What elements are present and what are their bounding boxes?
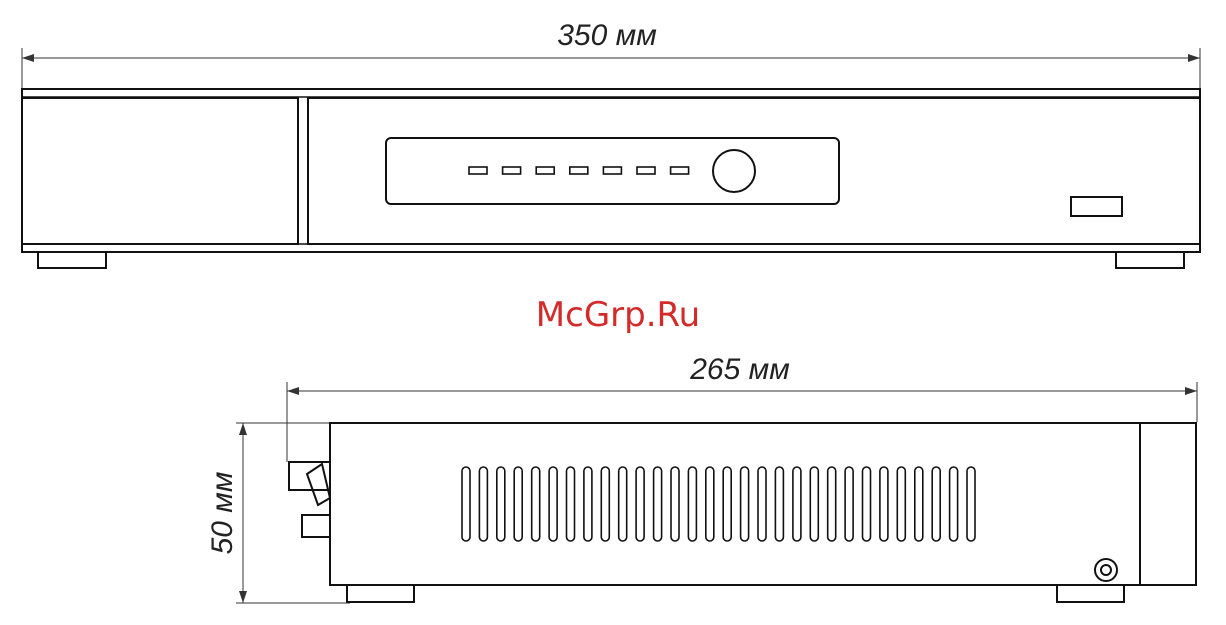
indicator-led bbox=[637, 167, 655, 174]
front-chassis bbox=[22, 89, 1200, 252]
vent-slot bbox=[584, 467, 592, 541]
rear-connector bbox=[1095, 559, 1117, 581]
front-indicators bbox=[469, 167, 689, 174]
front-width-dimension: 350 мм bbox=[22, 19, 1200, 90]
vent-slot bbox=[497, 467, 505, 541]
vent-slot bbox=[915, 467, 923, 541]
indicator-led bbox=[603, 167, 621, 174]
side-foot-rear bbox=[1057, 585, 1124, 602]
front-foot-left bbox=[38, 252, 106, 268]
vent-slot bbox=[775, 467, 783, 541]
usb-port bbox=[1071, 197, 1122, 216]
vent-slot bbox=[810, 467, 818, 541]
vent-slot bbox=[567, 467, 575, 541]
side-view: 265 мм 50 мм bbox=[206, 353, 1197, 603]
side-chassis bbox=[330, 423, 1196, 585]
vent-slot bbox=[950, 467, 958, 541]
front-display-window bbox=[386, 138, 839, 204]
volume-knob bbox=[713, 150, 755, 192]
indicator-led bbox=[570, 167, 588, 174]
vent-slot bbox=[741, 467, 749, 541]
watermark: McGrp.Ru bbox=[536, 295, 700, 335]
vent-slot bbox=[845, 467, 853, 541]
vent-slot bbox=[601, 467, 609, 541]
vent-slot bbox=[880, 467, 888, 541]
vent-slot bbox=[619, 467, 627, 541]
vent-slot bbox=[723, 467, 731, 541]
vent-slot bbox=[671, 467, 679, 541]
side-foot-front bbox=[347, 585, 414, 602]
side-depth-dimension: 265 мм bbox=[287, 353, 1197, 462]
front-view: 350 мм bbox=[22, 19, 1200, 268]
vent-slot bbox=[828, 467, 836, 541]
vent-slot bbox=[532, 467, 540, 541]
vent-slot bbox=[863, 467, 871, 541]
front-foot-right bbox=[1116, 252, 1184, 268]
vent-slot bbox=[967, 467, 975, 541]
front-width-label: 350 мм bbox=[557, 19, 657, 52]
indicator-led bbox=[671, 167, 689, 174]
vent-slot bbox=[932, 467, 940, 541]
side-depth-label: 265 мм bbox=[689, 353, 790, 386]
front-left-panel bbox=[22, 98, 298, 244]
indicator-led bbox=[469, 167, 487, 174]
side-height-dimension: 50 мм bbox=[206, 423, 350, 603]
vent-slot bbox=[688, 467, 696, 541]
vent-slot bbox=[479, 467, 487, 541]
vent-slot bbox=[793, 467, 801, 541]
vent-slot bbox=[636, 467, 644, 541]
side-height-label: 50 мм bbox=[206, 472, 239, 555]
side-front-controls bbox=[289, 462, 330, 537]
vent-slot bbox=[462, 467, 470, 541]
vent-slot bbox=[758, 467, 766, 541]
indicator-led bbox=[503, 167, 521, 174]
vent-slot bbox=[549, 467, 557, 541]
side-vent-slots bbox=[462, 467, 975, 541]
indicator-led bbox=[536, 167, 554, 174]
vent-slot bbox=[706, 467, 714, 541]
vent-slot bbox=[514, 467, 522, 541]
vent-slot bbox=[897, 467, 905, 541]
vent-slot bbox=[654, 467, 662, 541]
